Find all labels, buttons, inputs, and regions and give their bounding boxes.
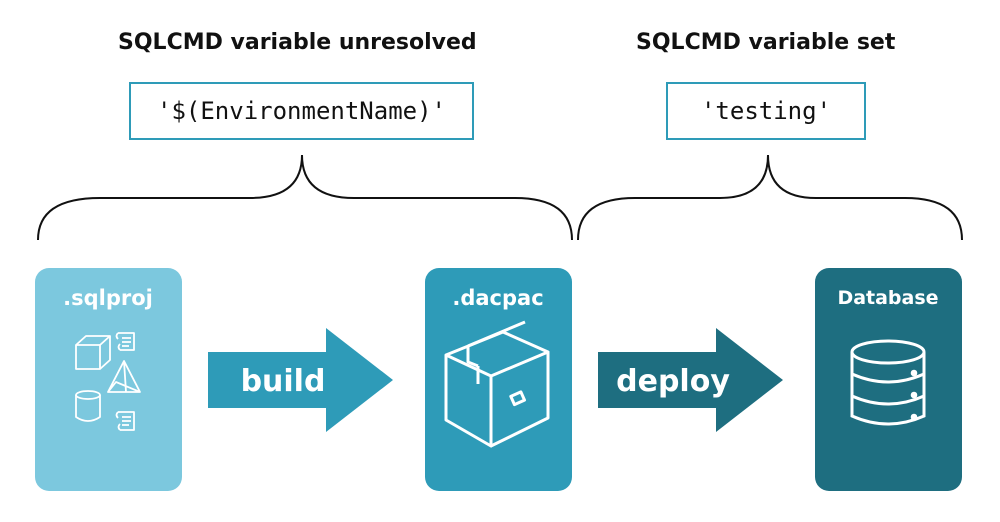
arrow-deploy-shape bbox=[598, 328, 783, 432]
arrow-deploy: deploy bbox=[598, 328, 783, 432]
database-icon bbox=[850, 339, 926, 426]
value-box-unresolved: '$(EnvironmentName)' bbox=[129, 82, 474, 140]
arrow-build-label: build bbox=[241, 364, 326, 399]
value-unresolved: '$(EnvironmentName)' bbox=[157, 97, 446, 125]
card-sqlproj: .sqlproj bbox=[35, 268, 182, 491]
card-sqlproj-label: .sqlproj bbox=[63, 286, 153, 310]
package-box-icon bbox=[444, 320, 550, 448]
value-box-set: 'testing' bbox=[666, 82, 866, 140]
value-set: 'testing' bbox=[700, 97, 832, 125]
sqlproj-icon bbox=[75, 332, 141, 431]
brace-left bbox=[37, 154, 573, 241]
heading-set: SQLCMD variable set bbox=[636, 30, 896, 55]
card-dacpac-bg bbox=[425, 268, 572, 491]
card-sqlproj-bg bbox=[35, 268, 182, 491]
arrow-deploy-label: deploy bbox=[616, 364, 730, 399]
arrow-build: build bbox=[208, 328, 393, 432]
brace-right bbox=[577, 154, 963, 241]
card-dacpac-label: .dacpac bbox=[452, 286, 543, 310]
card-database-label: Database bbox=[837, 287, 938, 309]
heading-unresolved: SQLCMD variable unresolved bbox=[118, 30, 477, 55]
arrow-build-shape bbox=[208, 328, 393, 432]
card-database: Database bbox=[815, 268, 962, 491]
card-database-bg bbox=[815, 268, 962, 491]
card-dacpac: .dacpac bbox=[425, 268, 572, 491]
